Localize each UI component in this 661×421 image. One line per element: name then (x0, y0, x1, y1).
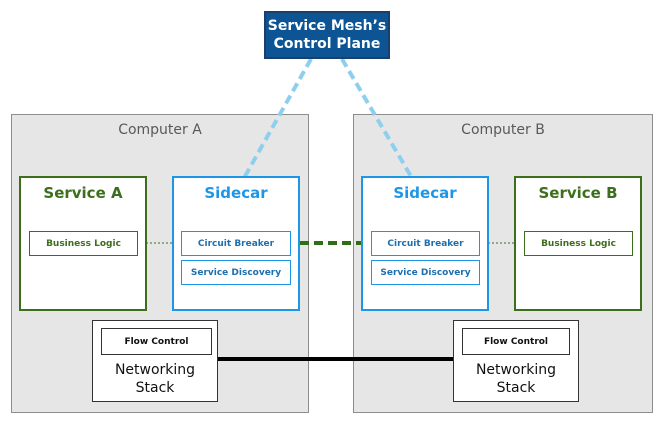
networking-stack-b-label: Networking Stack (454, 361, 578, 397)
control-link-b (340, 57, 414, 180)
service-discovery-b: Service Discovery (371, 260, 480, 285)
control-link-a (242, 58, 313, 179)
business-logic-b: Business Logic (524, 231, 633, 256)
control-plane-box: Service Mesh’s Control Plane (264, 11, 390, 59)
computer-b-label: Computer B (461, 122, 545, 138)
networking-stack-a-line1: Networking (114, 362, 196, 378)
control-plane-line1: Service Mesh’s (267, 18, 387, 34)
flow-control-a: Flow Control (101, 328, 212, 355)
networking-stack-a-label: Networking Stack (93, 361, 217, 397)
networking-stack-a-line2: Stack (135, 380, 175, 396)
flow-control-b: Flow Control (462, 328, 570, 355)
circuit-breaker-b: Circuit Breaker (371, 231, 480, 256)
business-logic-a: Business Logic (29, 231, 138, 256)
control-plane-line2: Control Plane (273, 36, 381, 52)
sidecar-b-title: Sidecar (393, 184, 457, 202)
sidecar-a-title: Sidecar (204, 184, 268, 202)
networking-stack-b-line1: Networking (475, 362, 557, 378)
service-discovery-a: Service Discovery (181, 260, 291, 285)
networking-stack-b-line2: Stack (496, 380, 536, 396)
service-b-title: Service B (538, 184, 618, 202)
computer-a-label: Computer A (118, 122, 202, 138)
circuit-breaker-a: Circuit Breaker (181, 231, 291, 256)
service-a-title: Service A (43, 184, 123, 202)
